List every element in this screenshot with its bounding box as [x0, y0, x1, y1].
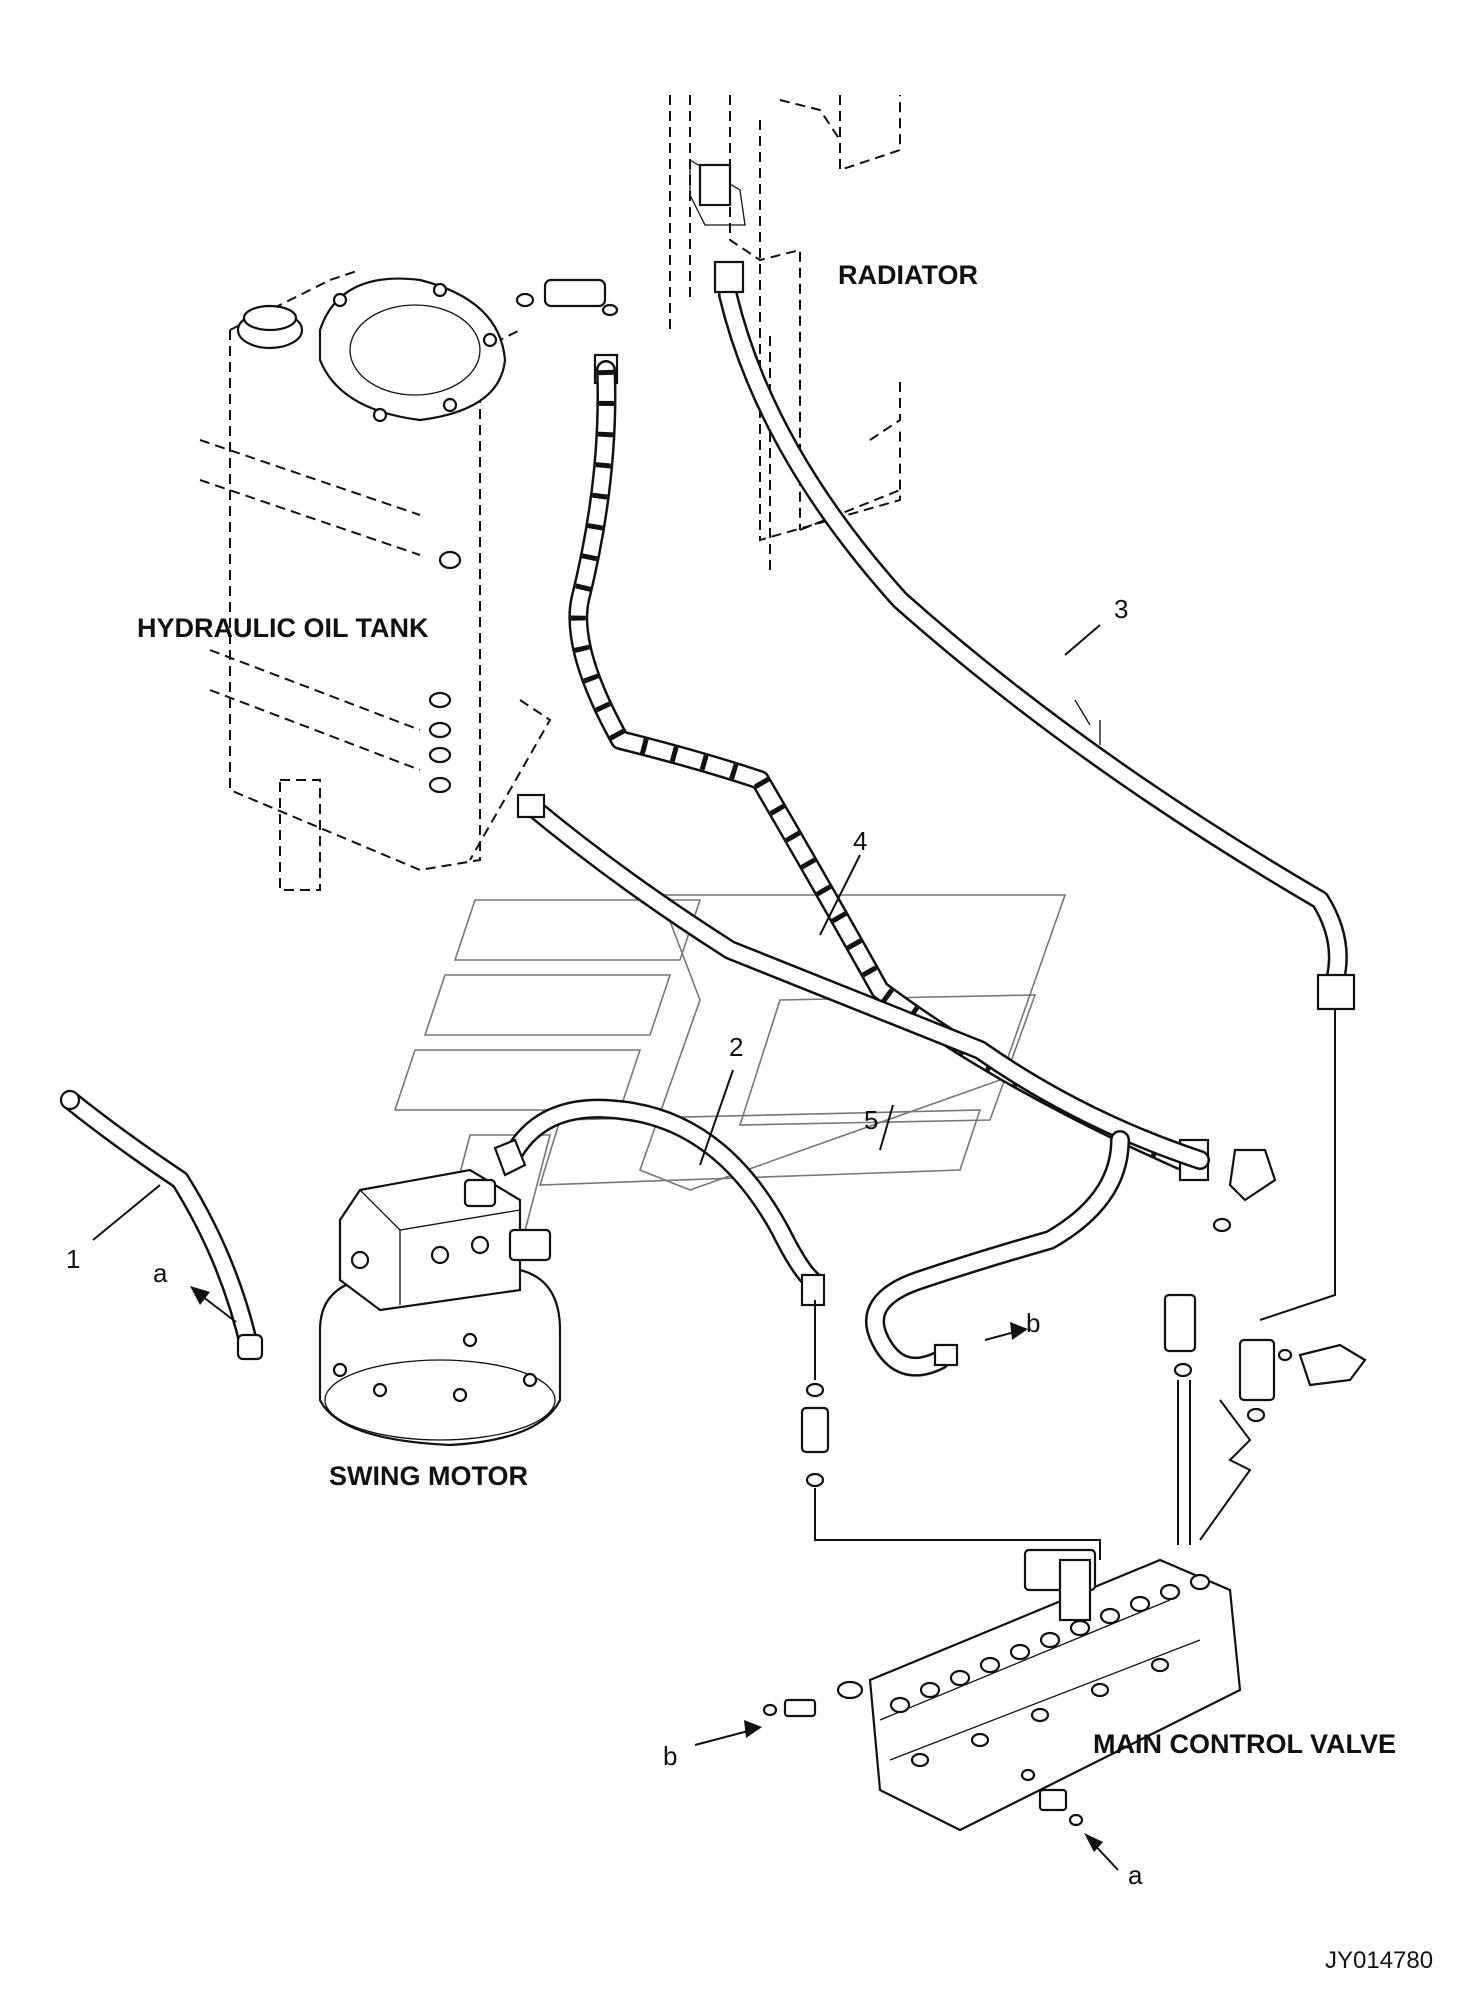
ref-b-drain-hose: b — [1026, 1308, 1040, 1338]
radiator — [669, 95, 901, 570]
ref-a-swing-motor: a — [153, 1258, 168, 1288]
callout-4: 4 — [853, 826, 867, 856]
label-hydraulic-oil-tank: HYDRAULIC OIL TANK — [137, 613, 429, 643]
inline-fittings — [800, 1010, 1367, 1560]
drawing-code: JY014780 — [1325, 1947, 1433, 1974]
main-control-valve — [762, 1548, 1242, 1832]
callout-3: 3 — [1114, 594, 1128, 624]
ref-b-control-valve: b — [663, 1741, 677, 1771]
hose-5 — [516, 793, 1277, 1202]
label-radiator: RADIATOR — [838, 260, 978, 290]
callout-2: 2 — [729, 1032, 743, 1062]
ref-a-control-valve: a — [1128, 1860, 1143, 1890]
callout-1: 1 — [66, 1244, 80, 1274]
leader-lines — [92, 624, 1101, 1241]
hose-2 — [493, 1098, 826, 1307]
hydraulic-oil-tank — [199, 269, 552, 891]
hose-3 — [713, 260, 1356, 1011]
label-swing-motor: SWING MOTOR — [329, 1461, 528, 1491]
swing-motor — [318, 1168, 562, 1447]
connection-arrows — [190, 1286, 1119, 1871]
callout-5: 5 — [864, 1105, 878, 1135]
label-main-control-valve: MAIN CONTROL VALVE — [1093, 1729, 1396, 1759]
hose-1 — [59, 1089, 264, 1361]
hose-b-drain — [865, 1130, 1130, 1377]
